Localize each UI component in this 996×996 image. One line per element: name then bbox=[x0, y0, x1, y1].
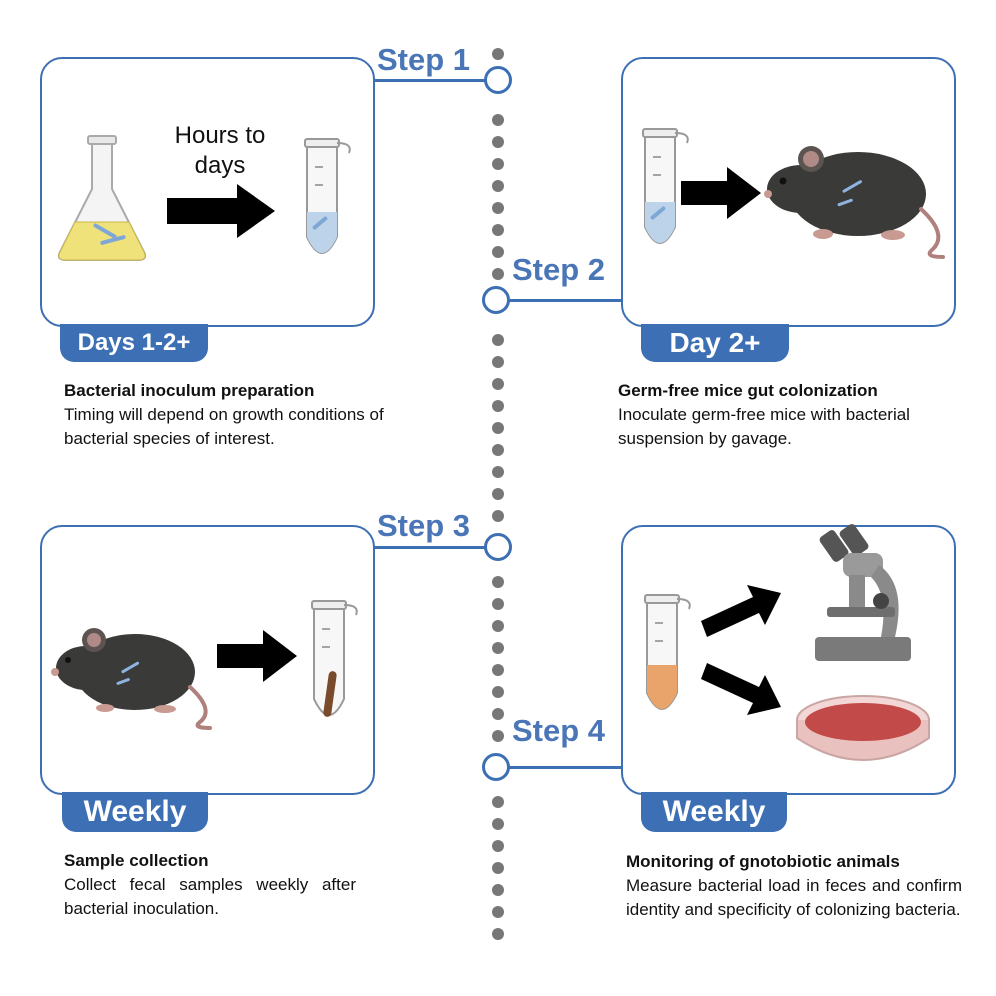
timeline-dot bbox=[492, 818, 504, 830]
step-4-title: Monitoring of gnotobiotic animals bbox=[626, 852, 900, 871]
timeline-dot bbox=[492, 224, 504, 236]
step-2-label: Step 2 bbox=[512, 252, 606, 287]
step-3-panel bbox=[40, 525, 375, 795]
timeline-dot bbox=[492, 268, 504, 280]
arrow-icon bbox=[701, 585, 781, 637]
step-4-connector bbox=[506, 766, 624, 769]
timeline-dot bbox=[492, 422, 504, 434]
step-1-connector bbox=[373, 79, 485, 82]
step-1-timing-badge: Days 1-2+ bbox=[60, 324, 208, 362]
step-3-title: Sample collection bbox=[64, 851, 209, 870]
timeline-dot bbox=[492, 356, 504, 368]
timeline-dot bbox=[492, 598, 504, 610]
step-2-panel bbox=[621, 57, 956, 327]
step-2-body: Inoculate germ-free mice with bacterial … bbox=[618, 405, 910, 448]
mouse-icon bbox=[764, 146, 945, 259]
petri-dish-icon bbox=[796, 695, 930, 761]
timeline-dot bbox=[492, 884, 504, 896]
timeline-dot bbox=[492, 48, 504, 60]
step-1-node bbox=[484, 66, 512, 94]
mouse-icon bbox=[51, 628, 212, 730]
timeline-dot bbox=[492, 246, 504, 258]
timeline-dot bbox=[492, 928, 504, 940]
tube-icon bbox=[644, 594, 691, 710]
arrow-icon bbox=[701, 663, 781, 715]
step-2-node bbox=[482, 286, 510, 314]
step-4-timing-badge: Weekly bbox=[641, 792, 787, 832]
step-4-panel bbox=[621, 524, 956, 795]
step-1-body: Timing will depend on growth conditions … bbox=[64, 405, 384, 448]
flask-icon bbox=[57, 135, 147, 261]
step-3-label: Step 3 bbox=[377, 508, 471, 543]
step-4-label: Step 4 bbox=[512, 713, 606, 748]
step-3-connector bbox=[373, 546, 485, 549]
timeline-dot bbox=[492, 796, 504, 808]
timeline-dot bbox=[492, 620, 504, 632]
timeline-dot bbox=[492, 708, 504, 720]
timeline-dot bbox=[492, 576, 504, 588]
step-4-node bbox=[482, 753, 510, 781]
step-4-body: Measure bacterial load in feces and conf… bbox=[626, 876, 962, 919]
timeline-dot bbox=[492, 136, 504, 148]
step-1-description: Bacterial inoculum preparation Timing wi… bbox=[64, 379, 384, 451]
timeline-dot bbox=[492, 686, 504, 698]
timeline-dot bbox=[492, 642, 504, 654]
timeline-dot bbox=[492, 444, 504, 456]
timeline-dot bbox=[492, 400, 504, 412]
timeline-dot bbox=[492, 510, 504, 522]
timeline-dot bbox=[492, 730, 504, 742]
tube-icon bbox=[311, 600, 358, 717]
timeline-dot bbox=[492, 862, 504, 874]
step-3-timing-badge: Weekly bbox=[62, 792, 208, 832]
timeline-dot bbox=[492, 158, 504, 170]
step-3-body: Collect fecal samples weekly after bacte… bbox=[64, 875, 356, 918]
timeline-dot bbox=[492, 202, 504, 214]
arrow-icon bbox=[167, 184, 275, 238]
step-3-node bbox=[484, 533, 512, 561]
step-2-connector bbox=[506, 299, 624, 302]
step-2-timing-badge: Day 2+ bbox=[641, 324, 789, 362]
tube-icon bbox=[304, 138, 351, 254]
arrow-icon bbox=[217, 630, 297, 682]
step-1-title: Bacterial inoculum preparation bbox=[64, 381, 315, 400]
step-4-description: Monitoring of gnotobiotic animals Measur… bbox=[626, 850, 962, 922]
step-2-description: Germ-free mice gut colonization Inoculat… bbox=[618, 379, 958, 451]
timeline-dot bbox=[492, 488, 504, 500]
duration-label: Hours to days bbox=[174, 122, 266, 179]
timeline-dot bbox=[492, 840, 504, 852]
step-3-description: Sample collection Collect fecal samples … bbox=[64, 849, 356, 921]
tube-icon bbox=[642, 128, 689, 244]
microscope-icon bbox=[815, 524, 911, 661]
step-1-panel: Hours to days bbox=[40, 57, 375, 327]
timeline-dot bbox=[492, 466, 504, 478]
arrow-icon bbox=[681, 167, 761, 219]
timeline-dot bbox=[492, 906, 504, 918]
timeline-dot bbox=[492, 664, 504, 676]
step-1-label: Step 1 bbox=[377, 42, 471, 77]
timeline-dot bbox=[492, 180, 504, 192]
timeline-dot bbox=[492, 334, 504, 346]
timeline-dot bbox=[492, 114, 504, 126]
step-2-title: Germ-free mice gut colonization bbox=[618, 381, 878, 400]
timeline-dot bbox=[492, 378, 504, 390]
